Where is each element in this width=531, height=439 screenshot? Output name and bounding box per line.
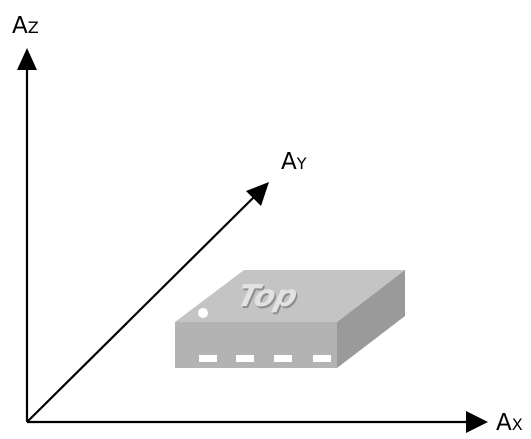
chip-marking-shadow: Top — [235, 281, 302, 315]
x-axis-label: AX — [496, 410, 523, 436]
chip-pin — [313, 355, 331, 362]
z-axis-subscript: Z — [28, 18, 39, 37]
z-axis-letter: A — [12, 13, 28, 39]
chip-side-face — [337, 270, 405, 368]
chip-pins — [199, 355, 331, 362]
z-axis-label: AZ — [12, 13, 39, 39]
pin1-dot-marker — [198, 308, 208, 318]
chip-marking-text: Top — [234, 279, 301, 313]
ic-chip: Top Top — [175, 270, 405, 368]
x-axis-arrowhead — [466, 411, 488, 433]
y-axis-letter: A — [281, 149, 297, 175]
y-axis-arrowhead — [246, 182, 269, 206]
y-axis — [26, 182, 269, 423]
y-axis-label: AY — [281, 149, 307, 175]
chip-pin — [236, 355, 254, 362]
z-axis — [17, 48, 37, 422]
x-axis — [27, 411, 488, 433]
chip-pin — [274, 355, 292, 362]
x-axis-subscript: X — [512, 415, 523, 434]
chip-pin — [199, 355, 217, 362]
y-axis-line — [26, 196, 255, 423]
y-axis-subscript: Y — [296, 154, 307, 173]
chip-top-face — [175, 270, 405, 322]
z-axis-arrowhead — [17, 48, 37, 70]
x-axis-letter: A — [496, 410, 512, 436]
